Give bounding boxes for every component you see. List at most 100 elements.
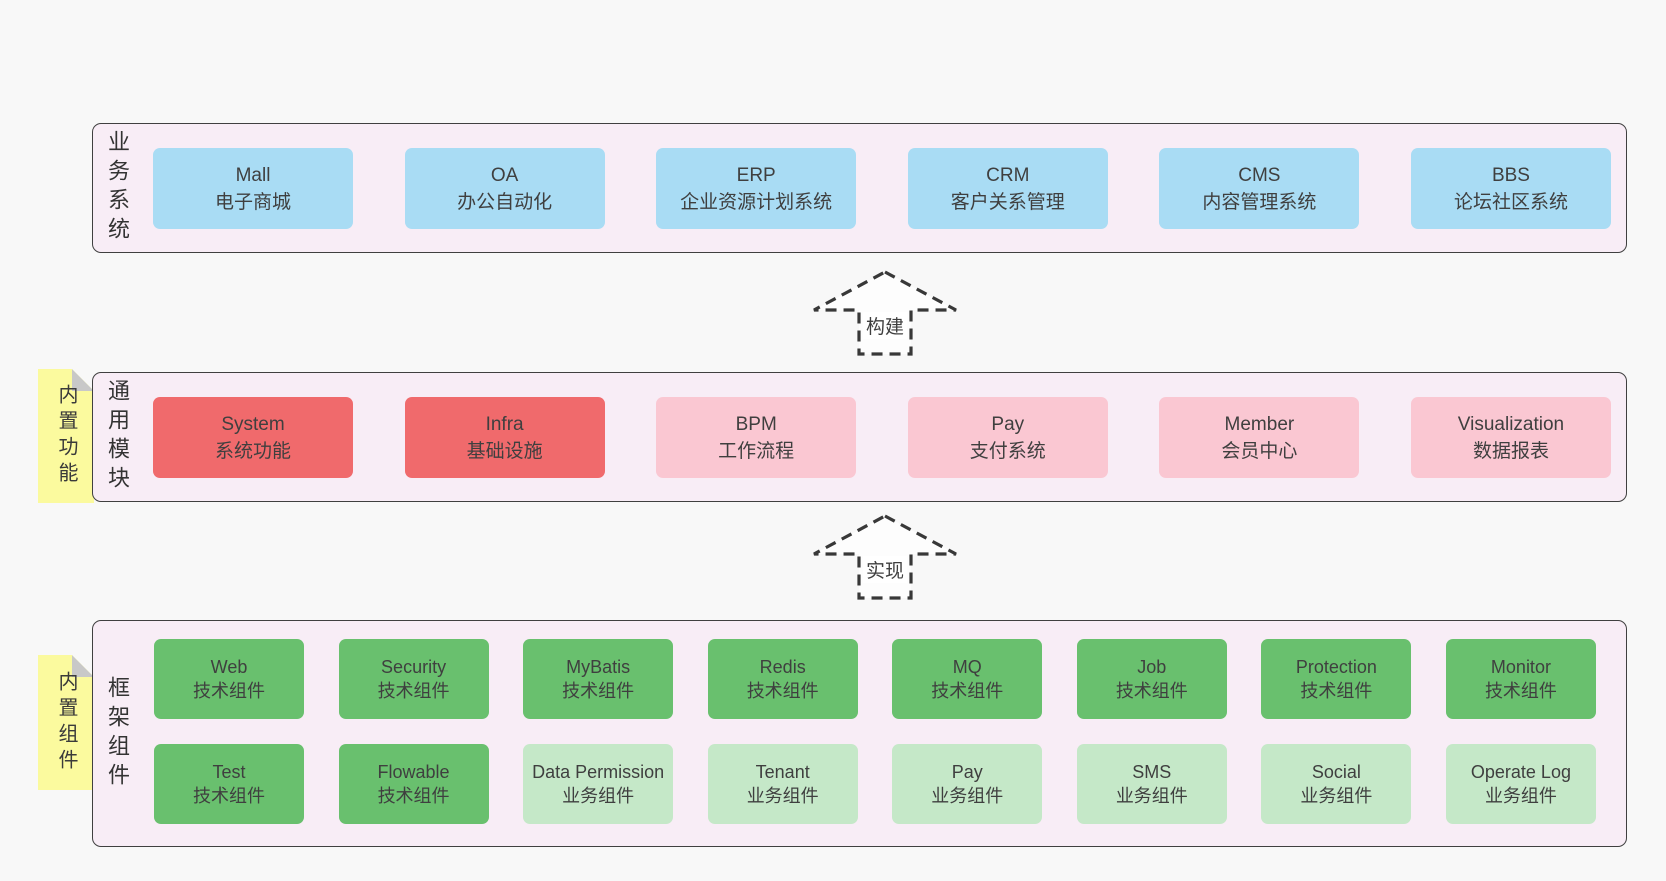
box-desc: 技术组件 — [562, 681, 635, 701]
box-desc: 电子商城 — [214, 191, 291, 213]
box-name: Social — [1311, 762, 1361, 782]
box-name: Test — [212, 762, 246, 782]
box-name: Pay — [991, 413, 1025, 435]
box-desc: 会员中心 — [1221, 440, 1298, 462]
box-name: Web — [210, 657, 248, 677]
arrow-build-label: 构建 — [862, 312, 908, 339]
box-name: ERP — [736, 164, 776, 186]
box-desc: 技术组件 — [193, 786, 265, 806]
box-name: Monitor — [1490, 657, 1551, 677]
box-web: Web 技术组件 — [154, 639, 304, 719]
box-desc: 内容管理系统 — [1202, 191, 1317, 213]
box-monitor: Monitor 技术组件 — [1445, 639, 1596, 719]
box-name: Security — [381, 657, 447, 677]
box-name: BPM — [735, 413, 777, 435]
box-sms: SMS 业务组件 — [1076, 744, 1227, 824]
box-name: System — [221, 413, 285, 435]
sticky-note-builtin-components: 内置组件 — [38, 655, 94, 790]
sticky-note-label: 内置功能 — [55, 384, 77, 488]
framework-row-1: Web 技术组件 Security 技术组件 MyBatis 技术组件 Redi… — [154, 639, 1596, 719]
box-name: Redis — [759, 657, 806, 677]
box-name: MQ — [952, 657, 982, 677]
box-name: CRM — [986, 164, 1030, 186]
box-mall: Mall 电子商城 — [153, 148, 353, 229]
framework-row-2: Test 技术组件 Flowable 技术组件 Data Permission … — [154, 744, 1596, 824]
box-protection: Protection 技术组件 — [1261, 639, 1412, 719]
box-desc: 基础设施 — [466, 440, 543, 462]
box-pay-component: Pay 业务组件 — [892, 744, 1043, 824]
layer-framework-components: 框架组件 Web 技术组件 Security 技术组件 MyBatis 技术组件… — [92, 620, 1627, 847]
modules-boxes-row: System 系统功能 Infra 基础设施 BPM 工作流程 Pay 支付系统… — [153, 397, 1611, 478]
box-desc: 技术组件 — [1300, 681, 1373, 701]
layer-business-systems: 业务系统 Mall 电子商城 OA 办公自动化 ERP 企业资源计划系统 CRM… — [92, 123, 1627, 253]
box-infra: Infra 基础设施 — [404, 397, 605, 478]
box-mybatis: MyBatis 技术组件 — [523, 639, 674, 719]
box-name: CMS — [1238, 164, 1281, 186]
arrow-build: 构建 — [810, 268, 960, 358]
box-desc: 系统功能 — [214, 440, 291, 462]
box-name: SMS — [1132, 762, 1172, 782]
box-system: System 系统功能 — [153, 397, 353, 478]
box-desc: 技术组件 — [377, 681, 450, 701]
box-name: Pay — [951, 762, 983, 782]
box-erp: ERP 企业资源计划系统 — [656, 148, 857, 229]
arrow-implement: 实现 — [810, 512, 960, 602]
box-desc: 业务组件 — [1300, 786, 1373, 806]
layer-label-framework: 框架组件 — [99, 621, 135, 846]
layer-label-text: 通用模块 — [105, 379, 130, 495]
box-name: Data Permission — [532, 762, 665, 782]
box-name: OA — [490, 164, 519, 186]
box-desc: 业务组件 — [931, 786, 1004, 806]
box-name: Member — [1224, 413, 1295, 435]
box-security: Security 技术组件 — [338, 639, 489, 719]
box-desc: 工作流程 — [718, 440, 795, 462]
box-redis: Redis 技术组件 — [707, 639, 858, 719]
box-test: Test 技术组件 — [154, 744, 304, 824]
layer-label-modules: 通用模块 — [99, 373, 135, 501]
box-name: Tenant — [755, 762, 810, 782]
box-desc: 企业资源计划系统 — [680, 191, 833, 213]
box-name: BBS — [1491, 164, 1530, 186]
box-cms: CMS 内容管理系统 — [1159, 148, 1360, 229]
box-name: Job — [1137, 657, 1167, 677]
box-crm: CRM 客户关系管理 — [907, 148, 1108, 229]
box-name: Protection — [1295, 657, 1377, 677]
box-bpm: BPM 工作流程 — [656, 397, 857, 478]
box-desc: 业务组件 — [1115, 786, 1188, 806]
layer-label-text: 业务系统 — [105, 130, 130, 246]
box-name: Operate Log — [1470, 762, 1571, 782]
box-desc: 业务组件 — [1484, 786, 1557, 806]
sticky-note-builtin-functions: 内置功能 — [38, 369, 94, 503]
box-name: Flowable — [377, 762, 450, 782]
box-flowable: Flowable 技术组件 — [338, 744, 489, 824]
box-desc: 技术组件 — [1115, 681, 1188, 701]
box-social: Social 业务组件 — [1261, 744, 1412, 824]
box-data-permission: Data Permission 业务组件 — [523, 744, 674, 824]
box-name: Visualization — [1457, 413, 1565, 435]
box-desc: 支付系统 — [969, 440, 1046, 462]
box-desc: 技术组件 — [377, 786, 450, 806]
box-desc: 办公自动化 — [457, 191, 553, 213]
box-desc: 技术组件 — [1484, 681, 1557, 701]
box-desc: 业务组件 — [746, 786, 819, 806]
box-desc: 业务组件 — [562, 786, 635, 806]
box-oa: OA 办公自动化 — [404, 148, 605, 229]
box-bbs: BBS 论坛社区系统 — [1410, 148, 1611, 229]
box-operate-log: Operate Log 业务组件 — [1445, 744, 1596, 824]
box-pay-module: Pay 支付系统 — [907, 397, 1108, 478]
arrow-implement-label: 实现 — [862, 556, 908, 583]
layer-common-modules: 通用模块 System 系统功能 Infra 基础设施 BPM 工作流程 Pay… — [92, 372, 1627, 502]
box-desc: 技术组件 — [193, 681, 265, 701]
layer-label-business: 业务系统 — [99, 124, 135, 252]
box-desc: 论坛社区系统 — [1453, 191, 1568, 213]
box-member: Member 会员中心 — [1159, 397, 1360, 478]
box-mq: MQ 技术组件 — [892, 639, 1043, 719]
sticky-note-label: 内置组件 — [55, 670, 77, 775]
box-tenant: Tenant 业务组件 — [707, 744, 858, 824]
box-desc: 数据报表 — [1472, 440, 1549, 462]
box-job: Job 技术组件 — [1076, 639, 1227, 719]
box-desc: 客户关系管理 — [950, 191, 1065, 213]
box-desc: 技术组件 — [931, 681, 1004, 701]
business-boxes-row: Mall 电子商城 OA 办公自动化 ERP 企业资源计划系统 CRM 客户关系… — [153, 148, 1611, 229]
